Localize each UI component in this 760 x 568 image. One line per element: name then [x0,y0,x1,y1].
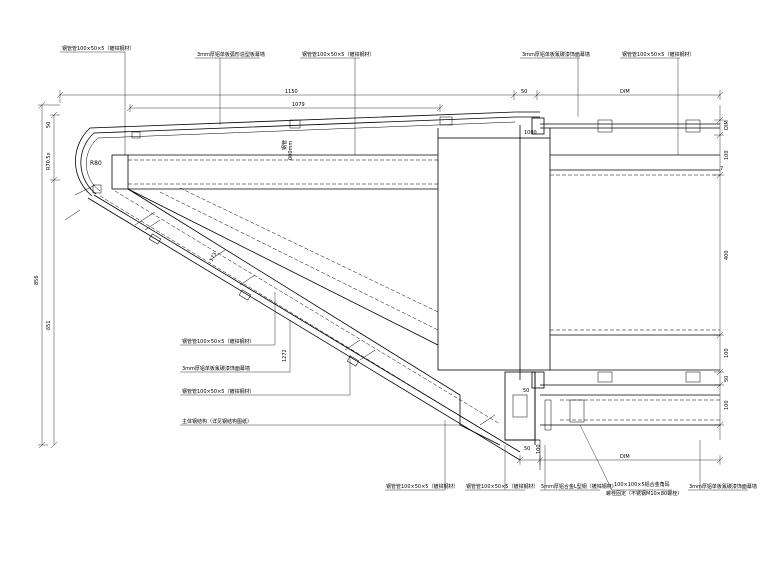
curved-cladding: R80 [75,111,720,197]
dim-right-100a: 100 [724,150,730,160]
right-dimensions: DIM 100 400 100 50 100 [714,105,730,440]
dim-right-dim: DIM [724,120,730,130]
pipe-mark: 钢管 [281,140,288,150]
callout-bottom-2: 钢管管100×50×5（镀锌钢材） [466,483,538,490]
dim-top-dim: DIM [620,89,630,95]
callout-bottom-5: 3mm厚铝单板氟碳漆饰面幕墙 [689,483,757,490]
callout-top-3: 钢管管100×50×5（镀锌钢材） [302,51,374,58]
callout-bottom-4a: 100×100×5铝合金角码 [614,481,670,488]
top-dimensions: 1150 50 DIM 1079 [56,89,724,112]
right-structure: 7 [437,117,723,470]
dim-bottom-dim: DIM [620,454,630,460]
dim-50-left: 50 [46,122,52,128]
callout-left-2: 3mm厚铝单板氟碳漆饰面幕墙 [182,365,250,372]
left-dimensions: 856 50 R70.5x 651 [34,101,60,449]
dim-bottom-100: 100 [536,444,542,454]
dim-radius-left: R70.5x [46,152,52,170]
beam-note: 000mm [288,141,294,160]
dim-1079: 1079 [292,102,305,108]
right-small-mark: 7 [720,166,723,172]
callout-top-2: 3mm厚铝单板弧形造型板幕墙 [197,51,265,58]
dim-651: 651 [46,320,52,330]
callout-left-1: 钢管管100×50×5（镀锌钢材） [182,338,254,345]
dim-856: 856 [34,275,40,285]
diag-mark-2: 1272 [282,349,288,362]
callout-left-4: 主体钢结构（详见钢结构图纸） [182,418,252,425]
dim-1150: 1150 [285,89,298,95]
callout-top-5: 钢管管100×50×5（镀锌钢材） [622,51,694,58]
dim-right-100c: 100 [724,400,730,410]
dim-mid-1000: 1000 [524,130,537,136]
callout-bottom-4b: 螺栓固定（不锈钢M10×80螺栓） [606,490,682,497]
callout-bottom-1: 钢管管100×50×5（镀锌钢材） [386,483,458,490]
dim-mid-50: 50 [523,388,529,394]
diag-mark: 173 [209,252,219,263]
callouts: 钢管管100×50×5（镀锌钢材） 3mm厚铝单板弧形造型板幕墙 钢管管100×… [60,45,757,497]
main-beam: 000mm 钢管 [111,116,453,190]
callout-top-4: 3mm厚铝单板氟碳漆饰面幕墙 [522,51,590,58]
dim-right-400: 400 [724,250,730,260]
label-r80: R80 [90,160,102,167]
dim-50-top: 50 [521,89,527,95]
diagonal-structure: 173 1272 [64,184,521,461]
callout-left-3: 钢管管100×50×5（镀锌钢材） [182,388,254,395]
callout-bottom-3: 5mm厚铝合金L型钢（镀锌钢材） [541,483,617,490]
dim-right-100b: 100 [724,348,730,358]
dim-right-50: 50 [724,376,730,382]
callout-top-1: 钢管管100×50×5（镀锌钢材） [62,45,134,52]
dim-bottom-50: 50 [524,446,530,452]
bottom-dimensions: DIM 50 50 100 1000 [516,130,724,465]
